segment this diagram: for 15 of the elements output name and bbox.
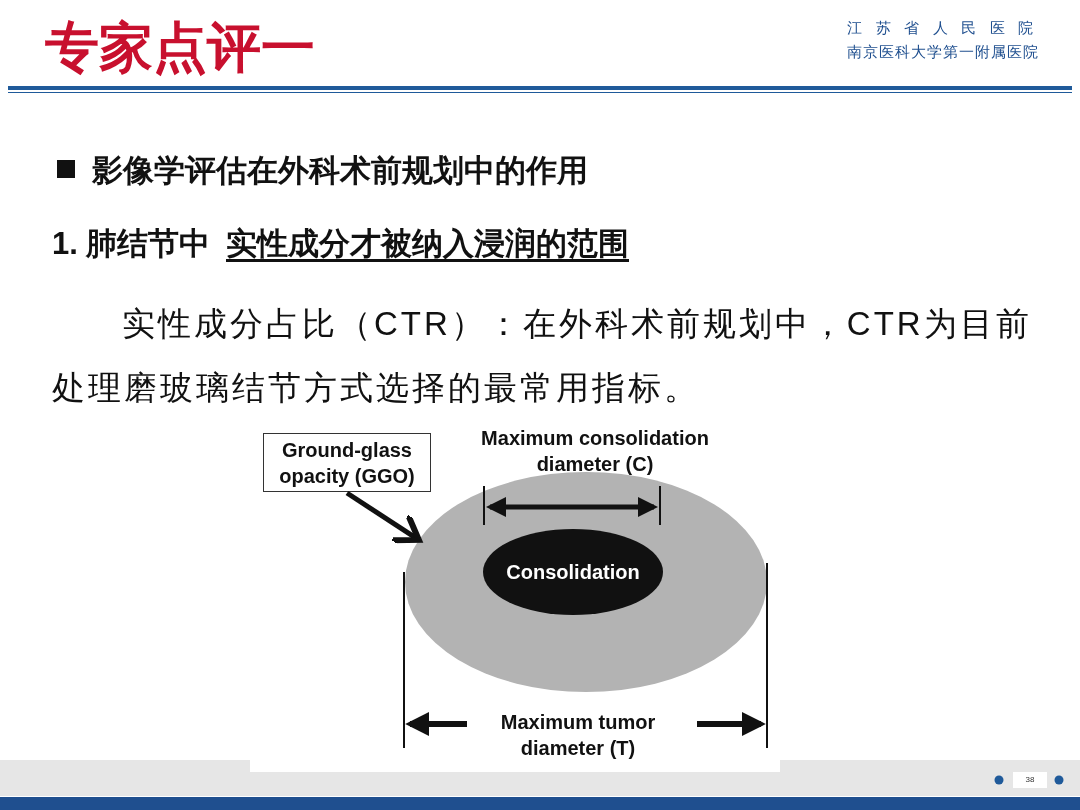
- hospital-name: 江苏省人民医院: [847, 18, 1047, 38]
- slide-title: 专家点评一: [45, 16, 315, 79]
- hospital-name: 南京医科大学第一附属医院: [847, 42, 1039, 62]
- consolidation-ellipse: [483, 529, 663, 615]
- dimension-label: Maximum tumor diameter (T): [499, 710, 657, 761]
- node-text: Consolidation: [506, 560, 640, 585]
- arrow: [345, 490, 422, 544]
- callout-box: [263, 433, 431, 492]
- page-number: 38: [1013, 772, 1047, 788]
- body-paragraph: 实性成分占比（CTR）：在外科术前规划中，CTR为目前处理磨玻璃结节方式选择的最常用指标。: [52, 304, 1033, 408]
- dimension-label: Maximum consolidation diameter (C): [480, 426, 710, 477]
- section-heading: 影像学评估在外科术前规划中的作用: [92, 152, 588, 190]
- node-text: Ground-glass opacity (GGO): [278, 437, 416, 489]
- point-heading: 1. 肺结节中: [52, 225, 211, 263]
- underlined-text: 实性成分才被纳入浸润的范围: [226, 225, 629, 263]
